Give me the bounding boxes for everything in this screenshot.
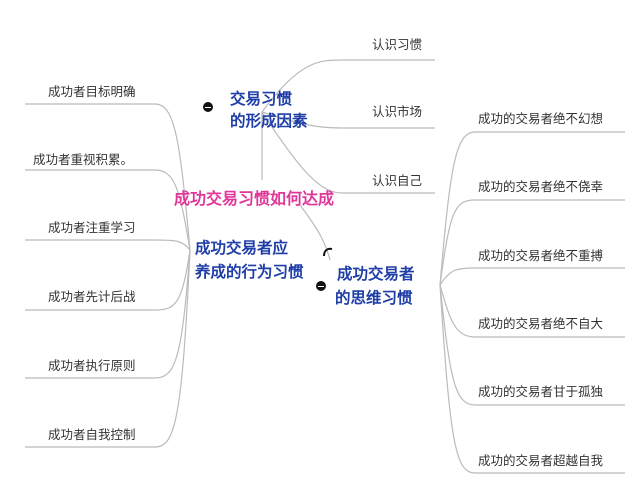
leaf-behavior-4: 成功者先计后战 bbox=[48, 289, 136, 304]
leaf-behavior-5: 成功者执行原则 bbox=[48, 358, 136, 373]
connector-thinking-3 bbox=[439, 267, 625, 286]
leaf-formation-1: 认识习惯 bbox=[372, 37, 423, 52]
collapse-toggle-thinking[interactable] bbox=[316, 281, 326, 291]
leaf-behavior-6: 成功者自我控制 bbox=[48, 427, 136, 442]
branch-behavior-line1: 成功交易者应 bbox=[195, 239, 289, 257]
leaf-formation-3: 认识自己 bbox=[372, 173, 423, 188]
connector-formation-3 bbox=[261, 111, 435, 194]
connector-thinking-2 bbox=[439, 199, 625, 286]
collapse-toggle-formation[interactable] bbox=[203, 102, 213, 112]
leaf-behavior-2: 成功者重视积累。 bbox=[33, 152, 134, 167]
leaf-thinking-6: 成功的交易者超越自我 bbox=[478, 453, 604, 468]
connector-thinking-1 bbox=[439, 131, 625, 286]
connector-behavior-6 bbox=[25, 249, 191, 448]
leaf-thinking-1: 成功的交易者绝不幻想 bbox=[478, 111, 604, 126]
leaf-behavior-1: 成功者目标明确 bbox=[48, 84, 136, 99]
connector-thinking-6 bbox=[439, 284, 625, 474]
center-topic: 成功交易习惯如何达成 bbox=[174, 189, 335, 208]
connector-formation-1 bbox=[261, 59, 435, 113]
leaf-thinking-2: 成功的交易者绝不侥幸 bbox=[478, 179, 604, 194]
leaf-formation-2: 认识市场 bbox=[372, 104, 423, 119]
connector-formation-2 bbox=[261, 111, 435, 129]
leaf-thinking-3: 成功的交易者绝不重搏 bbox=[478, 248, 604, 263]
connector-behavior-2 bbox=[25, 169, 191, 251]
connector-thinking-4 bbox=[439, 284, 625, 338]
branch-thinking-line2: 的思维习惯 bbox=[335, 289, 413, 307]
connector-behavior-3 bbox=[25, 239, 191, 251]
connector-thinking-5 bbox=[439, 284, 625, 406]
branch-hook bbox=[323, 247, 333, 257]
branch-formation-line1: 交易习惯 bbox=[230, 90, 293, 108]
leaf-thinking-4: 成功的交易者绝不自大 bbox=[478, 316, 604, 331]
connector-behavior-5 bbox=[25, 249, 191, 379]
connector-center-thinking bbox=[299, 204, 331, 261]
branch-thinking-line1: 成功交易者 bbox=[337, 265, 415, 283]
leaf-behavior-3: 成功者注重学习 bbox=[48, 220, 136, 235]
branch-formation-line2: 的形成因素 bbox=[230, 112, 308, 130]
connector-behavior-1 bbox=[25, 103, 191, 251]
connector-behavior-4 bbox=[25, 249, 191, 311]
branch-behavior-line2: 养成的行为习惯 bbox=[195, 263, 304, 281]
leaf-thinking-5: 成功的交易者甘于孤独 bbox=[478, 384, 604, 399]
